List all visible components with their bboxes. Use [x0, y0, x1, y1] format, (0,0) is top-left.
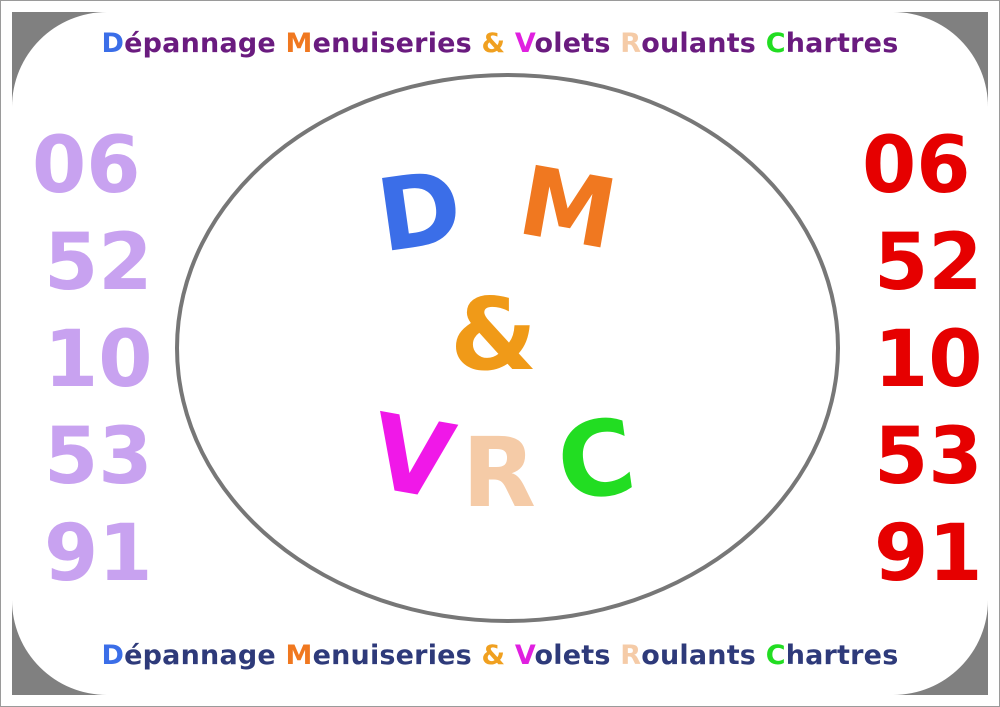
- footer-title-part: R: [620, 640, 642, 671]
- logo-letter-d: D: [370, 147, 469, 276]
- header-title-part: oulants: [641, 28, 766, 59]
- phone-digits: 10: [874, 315, 983, 405]
- logo-letter-m: M: [511, 144, 625, 272]
- phone-digits: 10: [44, 315, 153, 405]
- header-title-part: D: [101, 28, 125, 59]
- logo-letter-c: C: [549, 394, 643, 526]
- header-title-part: M: [285, 28, 313, 59]
- header-title-part: épannage: [124, 28, 286, 59]
- footer-title-part: D: [101, 640, 125, 671]
- phone-digits: 53: [874, 412, 983, 502]
- logo-letter-r: R: [462, 417, 536, 529]
- header-title-part: V: [514, 28, 535, 59]
- phone-digits: 06: [862, 121, 971, 211]
- logo-oval: [175, 73, 840, 623]
- phone-digits: 53: [44, 412, 153, 502]
- header-title-part: C: [765, 28, 786, 59]
- footer-title: Dépannage Menuiseries & Volets Roulants …: [0, 640, 1000, 671]
- footer-title-part: enuiseries: [312, 640, 482, 671]
- phone-digits: 91: [44, 509, 153, 599]
- phone-digits: 06: [32, 121, 141, 211]
- phone-number-left: 06 52 10 53 91: [32, 118, 182, 603]
- footer-title-part: olets: [534, 640, 621, 671]
- header-title-part: olets: [534, 28, 621, 59]
- phone-number-right: 06 52 10 53 91: [862, 118, 1000, 603]
- header-title-part: enuiseries: [312, 28, 482, 59]
- footer-title-part: oulants: [641, 640, 766, 671]
- header-title: Dépannage Menuiseries & Volets Roulants …: [0, 28, 1000, 59]
- footer-title-part: M: [285, 640, 313, 671]
- header-title-part: R: [620, 28, 642, 59]
- phone-digits: 52: [874, 218, 983, 308]
- phone-digits: 52: [44, 218, 153, 308]
- footer-title-part: hartres: [785, 640, 899, 671]
- footer-title-part: V: [514, 640, 535, 671]
- header-title-part: &: [481, 28, 515, 59]
- footer-title-part: épannage: [124, 640, 286, 671]
- logo-ampersand: &: [450, 276, 538, 393]
- footer-title-part: C: [765, 640, 786, 671]
- footer-title-part: &: [481, 640, 515, 671]
- phone-digits: 91: [874, 509, 983, 599]
- header-title-part: hartres: [785, 28, 899, 59]
